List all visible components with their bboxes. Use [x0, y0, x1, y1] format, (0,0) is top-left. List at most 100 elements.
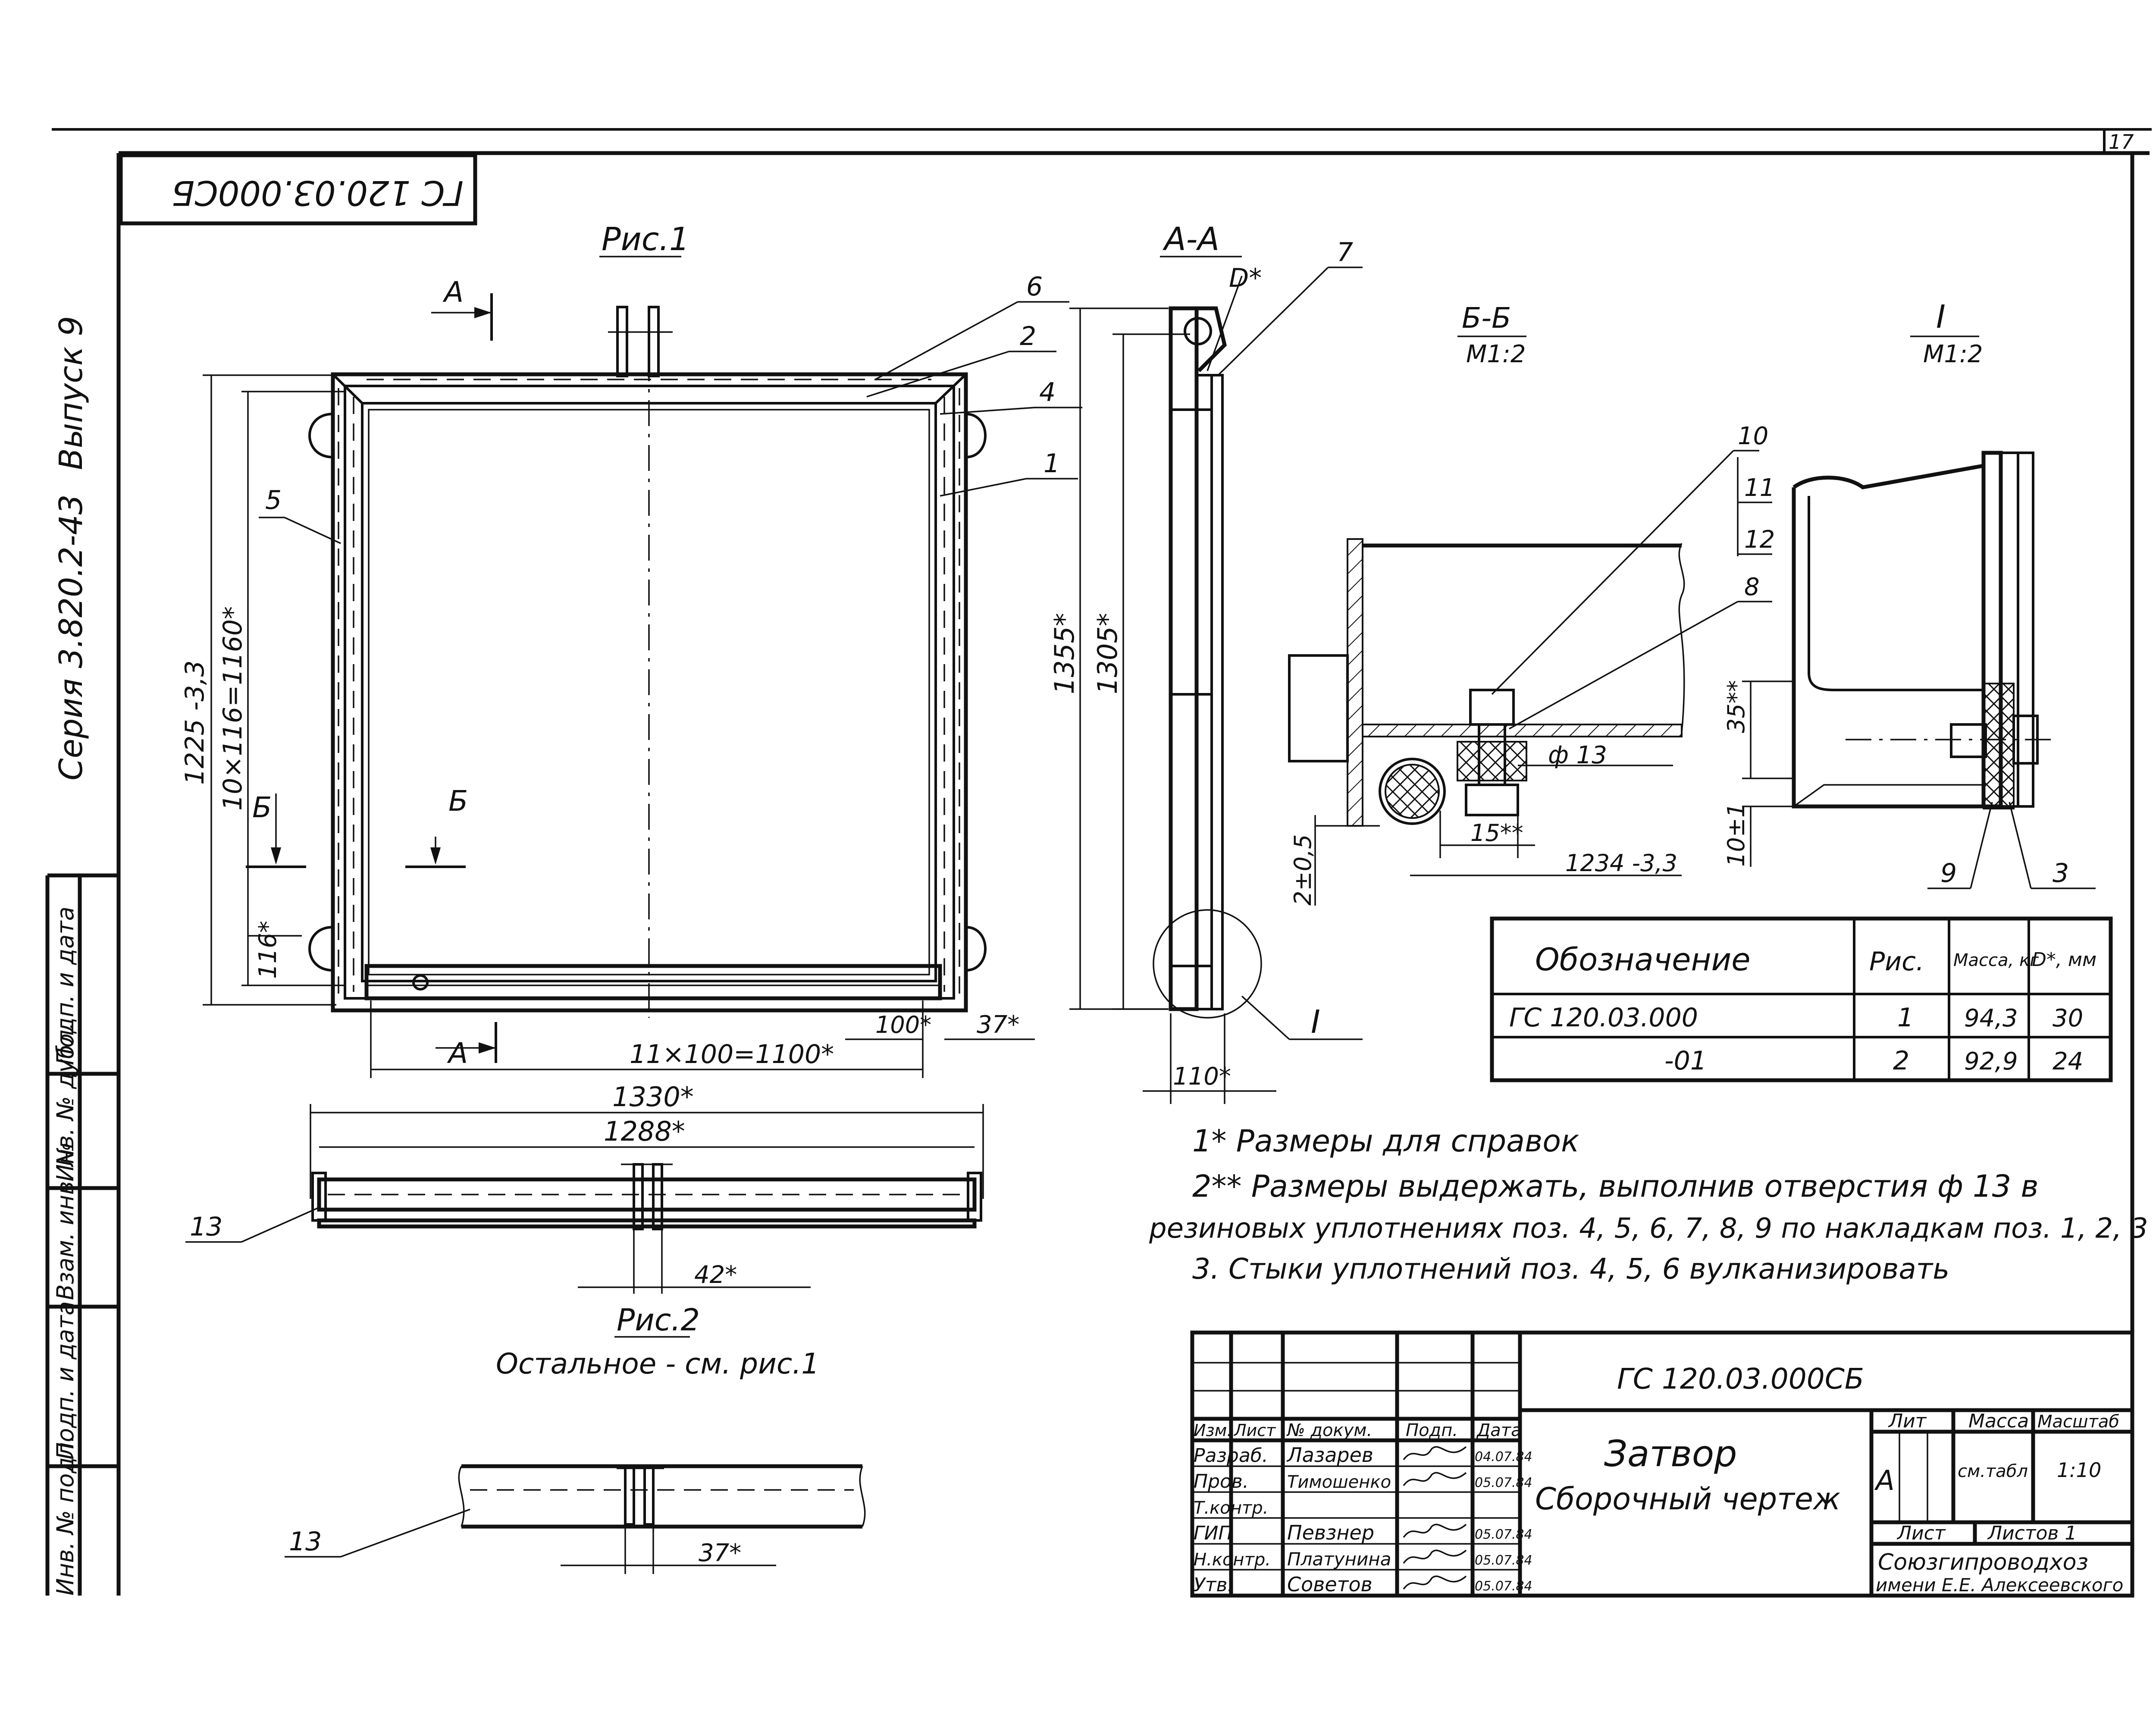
issue-label: Выпуск 9 — [53, 316, 90, 470]
tb-name-4: Певзнер — [1287, 1521, 1374, 1544]
tb-mass-value: см.табл — [1958, 1461, 2028, 1481]
dim-1288: 1288* — [604, 1116, 685, 1147]
tb-date-5: 05.07.84 — [1475, 1553, 1532, 1568]
stamp-code-box: ГС 120.03.000СБ — [119, 153, 477, 226]
pos-5: 5 — [265, 485, 282, 515]
pos-12: 12 — [1744, 526, 1775, 554]
tb-date-1: 04.07.84 — [1475, 1449, 1532, 1464]
title-block: Изм. Лист № докум. Подп. Дата Разраб. Ла… — [1190, 1330, 2134, 1598]
table-header-fig: Рис. — [1869, 947, 1924, 977]
tb-role-1: Разраб. — [1194, 1445, 1268, 1467]
tb-role-6: Утв. — [1194, 1574, 1233, 1596]
dim-42: 42* — [694, 1261, 737, 1289]
tb-col-izm: Изм. — [1194, 1421, 1232, 1440]
margin-cell-2: Инв. № дубл. — [52, 1022, 79, 1182]
pos-2: 2 — [1020, 321, 1036, 351]
dim-1100: 11×100=1100* — [630, 1039, 834, 1069]
tb-scale-value: 1:10 — [2057, 1458, 2101, 1482]
table-header-d: D*, мм — [2032, 949, 2096, 971]
tb-date-4: 05.07.84 — [1475, 1527, 1532, 1542]
dim-15: 15** — [1470, 819, 1523, 847]
pos-10: 10 — [1738, 422, 1768, 450]
dim-100: 100* — [875, 1011, 931, 1038]
side-margin: Серия 3.820.2-43 Выпуск 9 Подп. и дата И… — [45, 316, 119, 1596]
detail-I-view: I М1:2 35** 10±1 9 3 — [1723, 298, 2096, 889]
tb-name-line1: Затвор — [1604, 1433, 1737, 1475]
dim-1305: 1305* — [1092, 613, 1123, 694]
margin-cell-3: Взам. инв. № — [52, 1142, 79, 1300]
section-bb-scale: М1:2 — [1466, 340, 1526, 368]
dim-35: 35** — [1723, 680, 1750, 733]
table-cell-r1-c3: 94,3 — [1964, 1004, 2018, 1032]
pos-11: 11 — [1744, 474, 1775, 502]
tb-name-5: Платунина — [1287, 1549, 1391, 1570]
detail-ref-I: I — [1311, 1003, 1320, 1041]
tb-date-6: 05.07.84 — [1475, 1579, 1532, 1594]
dim-1160: 10×116=1160* — [218, 606, 248, 811]
tb-name-6: Советов — [1287, 1573, 1373, 1596]
dim-1355: 1355* — [1049, 613, 1080, 694]
tb-sheet-label: Лист — [1896, 1522, 1946, 1544]
fig1-view: Рис.1 А — [180, 221, 1082, 1078]
dim-D: D* — [1229, 263, 1262, 293]
pos-8: 8 — [1744, 573, 1760, 601]
dim-phi13: ф 13 — [1548, 741, 1607, 769]
page-number: 17 — [2109, 130, 2134, 154]
tb-sheets-label: Листов 1 — [1987, 1522, 2077, 1544]
margin-cell-1: Подп. и дата — [52, 906, 79, 1065]
note-1: 1* Размеры для справок — [1192, 1123, 1579, 1159]
tb-lit-label: Лит — [1888, 1410, 1927, 1432]
tb-org-line1: Союзгипроводхоз — [1878, 1549, 2088, 1575]
tb-name-line2: Сборочный чертеж — [1535, 1481, 1840, 1517]
pos-1: 1 — [1044, 448, 1060, 479]
note-3: 3. Стыки уплотнений поз. 4, 5, 6 вулкани… — [1192, 1252, 1949, 1286]
fig2-title: Рис.2 — [617, 1302, 700, 1338]
fig2-view: 1330* 1288* 42* 13 Рис.2 Остальное - см.… — [185, 1081, 984, 1574]
tb-col-date: Дата — [1476, 1421, 1522, 1440]
section-aa-view: А-А D* 7 1355* 1305* 110* I — [1049, 221, 1363, 1104]
cut-b-right: Б — [448, 784, 468, 818]
tb-role-3: Т.контр. — [1194, 1498, 1268, 1518]
dim-1234: 1234 -3,3 — [1565, 850, 1677, 877]
dim-1225: 1225 -3,3 — [180, 660, 210, 785]
dim-37b: 37* — [699, 1539, 741, 1567]
pos-6: 6 — [1026, 272, 1043, 302]
pos-4: 4 — [1039, 377, 1056, 408]
pos-13: 13 — [190, 1212, 222, 1242]
tb-col-sign: Подп. — [1406, 1421, 1458, 1440]
detail-I-title: I — [1936, 298, 1946, 336]
pos-3: 3 — [2053, 858, 2069, 888]
table-cell-r1-c1: ГС 120.03.000 — [1509, 1003, 1698, 1033]
pos-9: 9 — [1940, 858, 1957, 888]
series-label: Серия 3.820.2-43 — [53, 494, 90, 781]
fig2-note: Остальное - см. рис.1 — [496, 1347, 819, 1380]
section-aa-title: А-А — [1163, 221, 1219, 258]
margin-cell-4: Подп. и дата — [52, 1301, 79, 1460]
cut-a-bottom: А — [447, 1037, 468, 1070]
pos-13b: 13 — [289, 1527, 322, 1557]
table-cell-r1-c2: 1 — [1897, 1003, 1914, 1033]
table-cell-r2-c2: 2 — [1893, 1046, 1909, 1076]
section-bb-view: Б-Б М1:2 10 11 12 8 ф 13 2±0,5 — [1288, 301, 1775, 906]
cut-b-left: Б — [252, 791, 272, 824]
table-cell-r2-c4: 24 — [2053, 1047, 2083, 1076]
tb-role-4: ГИП — [1194, 1522, 1233, 1544]
tb-col-doc: № докум. — [1286, 1421, 1372, 1440]
tb-name-2: Тимошенко — [1287, 1472, 1391, 1492]
technical-notes: 1* Размеры для справок 2** Размеры выдер… — [1149, 1123, 2148, 1286]
section-bb-title: Б-Б — [1462, 301, 1511, 335]
dim-1330: 1330* — [612, 1081, 694, 1113]
pos-7: 7 — [1337, 237, 1353, 267]
note-2-cont: резиновых уплотнениях поз. 4, 5, 6, 7, 8… — [1149, 1213, 2148, 1245]
margin-cell-5: Инв. № подл. — [52, 1435, 79, 1596]
stamp-code: ГС 120.03.000СБ — [172, 173, 464, 212]
tb-role-2: Пров. — [1194, 1471, 1249, 1493]
note-2: 2** Размеры выдержать, выполнив отверсти… — [1192, 1169, 2039, 1204]
tb-org-line2: имени Е.Е. Алексеевского — [1876, 1574, 2123, 1596]
tb-mass-label: Масса — [1968, 1410, 2029, 1432]
table-cell-r1-c4: 30 — [2053, 1004, 2083, 1032]
dim-37: 37* — [977, 1011, 1019, 1039]
table-cell-r2-c3: 92,9 — [1964, 1047, 2018, 1076]
table-cell-r2-c1: -01 — [1664, 1046, 1707, 1076]
